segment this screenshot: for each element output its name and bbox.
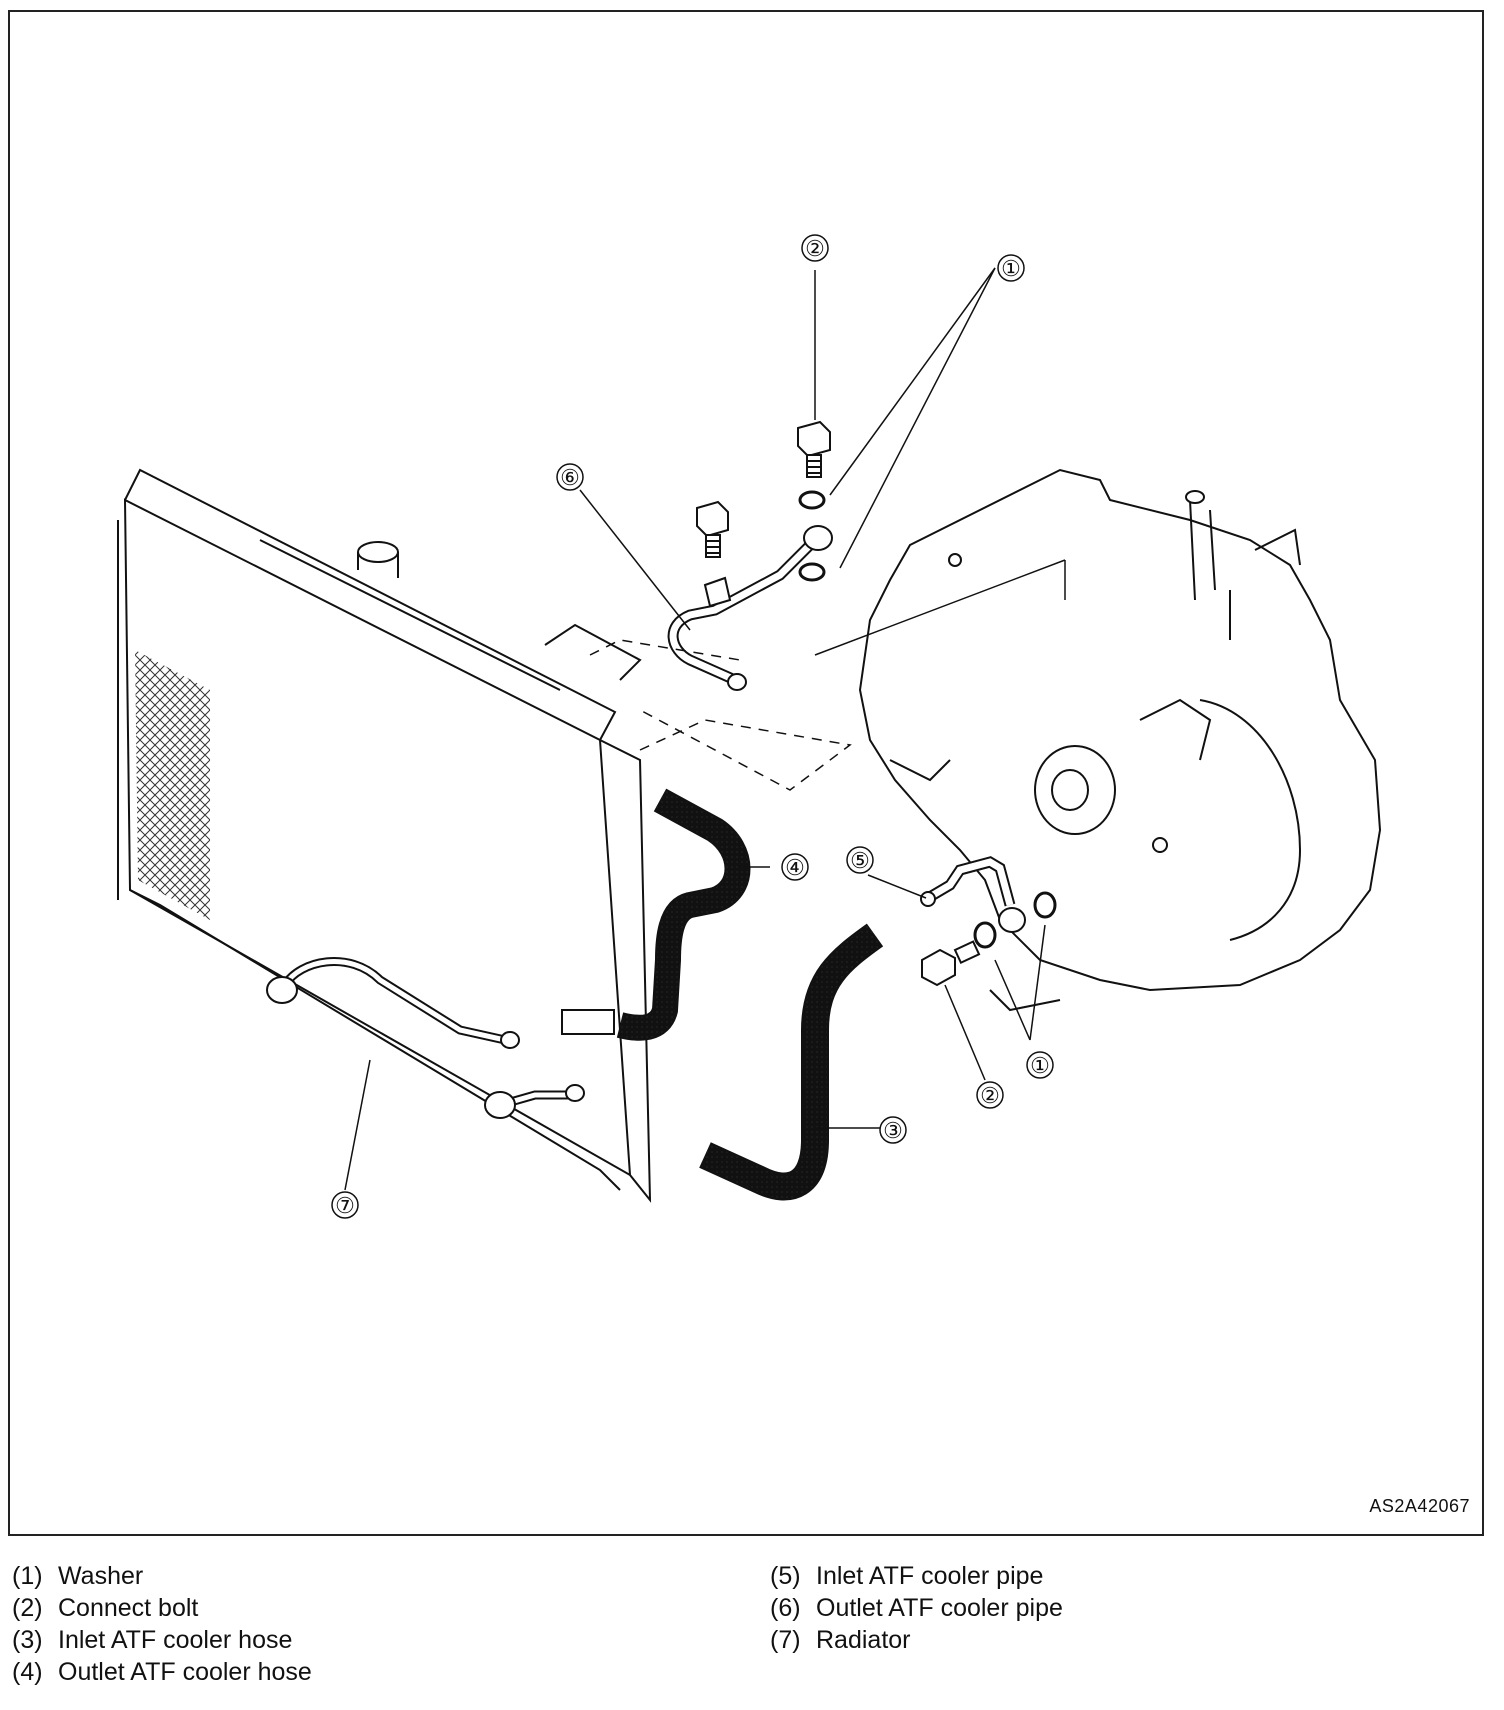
legend-item: (1)Washer	[12, 1562, 144, 1590]
inlet-atf-cooler-pipe	[920, 856, 1026, 933]
svg-text:③: ③	[883, 1118, 903, 1143]
legend-left: (1)Washer (2)Connect bolt (3)Inlet ATF c…	[12, 1560, 312, 1688]
radiator	[117, 468, 652, 1203]
svg-text:②: ②	[980, 1083, 1000, 1108]
svg-text:⑦: ⑦	[335, 1193, 355, 1218]
legend-item: (4)Outlet ATF cooler hose	[12, 1658, 312, 1686]
callout-5: ⑤	[846, 846, 874, 874]
legend-right: (5)Inlet ATF cooler pipe (6)Outlet ATF c…	[770, 1560, 1063, 1656]
leader-lines	[344, 267, 1066, 1191]
connect-bolt-lower	[921, 940, 981, 987]
legend-item: (5)Inlet ATF cooler pipe	[770, 1562, 1044, 1590]
callout-6: ⑥	[556, 463, 584, 491]
legend-item: (6)Outlet ATF cooler pipe	[770, 1594, 1063, 1622]
legend-item: (3)Inlet ATF cooler hose	[12, 1626, 293, 1654]
callout-1-top: ①	[997, 254, 1025, 282]
svg-text:⑥: ⑥	[560, 465, 580, 490]
inlet-atf-cooler-hose	[699, 923, 884, 1201]
svg-text:⑤: ⑤	[850, 848, 870, 873]
svg-text:②: ②	[805, 236, 825, 261]
outlet-atf-cooler-hose	[616, 788, 751, 1041]
callout-1-bottom: ①	[1026, 1051, 1054, 1079]
svg-text:①: ①	[1001, 256, 1021, 281]
outlet-atf-cooler-pipe	[667, 525, 833, 691]
callout-2-bottom: ②	[976, 1081, 1004, 1109]
svg-text:④: ④	[785, 855, 805, 880]
diagram-frame	[8, 10, 1484, 1536]
callout-4: ④	[781, 853, 809, 881]
callout-3: ③	[879, 1116, 907, 1144]
legend-item: (7)Radiator	[770, 1626, 911, 1654]
connect-bolt-pipe	[696, 500, 729, 558]
connect-bolt-upper	[797, 420, 831, 478]
callout-2-top: ②	[801, 234, 829, 262]
washers	[798, 490, 1057, 949]
legend-item: (2)Connect bolt	[12, 1594, 199, 1622]
callout-7: ⑦	[331, 1191, 359, 1219]
figure-code: AS2A42067	[1369, 1496, 1470, 1516]
transaxle	[858, 468, 1382, 1012]
svg-text:①: ①	[1030, 1053, 1050, 1078]
exploded-view-diagram: ① ② ⑥ ④ ⑤ ① ② ③ ⑦	[117, 234, 1382, 1219]
